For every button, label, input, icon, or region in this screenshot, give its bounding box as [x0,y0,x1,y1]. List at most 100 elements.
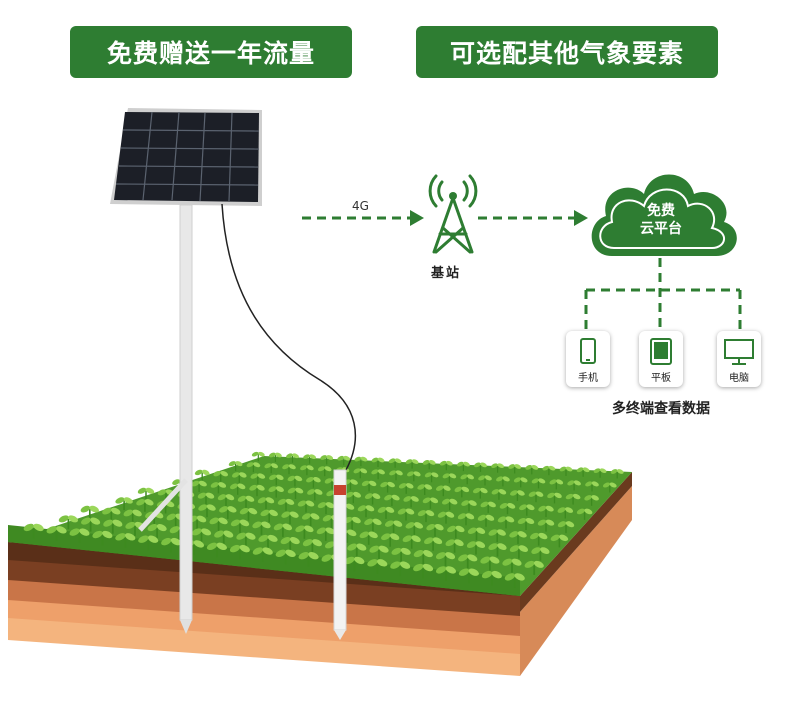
seedling [491,489,507,500]
seedling [231,472,247,483]
seedling [268,452,282,462]
seedling [435,566,457,581]
seedling [302,539,323,554]
seedling [161,537,182,553]
seedling [557,507,574,519]
seedling [198,504,216,518]
device-tablet-label: 平板 [651,373,671,384]
seedling [229,544,250,560]
seedling [384,520,403,534]
seedling [391,547,411,562]
seedling [384,494,400,506]
seedling [417,484,433,495]
seedling [273,523,293,537]
seedling [565,493,581,505]
seedling [422,497,439,509]
seedling [137,487,155,500]
seedling [115,497,133,510]
seedling [371,469,385,480]
seedling [102,507,121,522]
cloud-platform-icon [591,174,737,256]
seedling [303,454,317,464]
seedling [576,508,593,520]
device-tablet: 平板 [639,331,683,387]
seedling [364,493,381,505]
seedling [439,460,453,471]
seedling [115,533,136,548]
seedling [23,523,44,539]
phone-icon [580,338,596,364]
seedling [381,533,400,547]
seedling [504,573,525,588]
seedling [525,465,539,475]
seedling [347,543,367,558]
seedling [585,481,599,492]
seedling [499,502,516,515]
seedling [435,485,451,497]
arrow-to-cloud [574,210,588,226]
seedling [275,549,296,565]
seedling [219,506,237,519]
seedling [481,570,502,586]
seedling [557,521,575,534]
seedling [405,459,419,469]
seedling [390,561,411,577]
tablet-icon [650,338,672,365]
seedling [509,531,527,544]
seedling [371,457,385,467]
seedling [472,487,488,499]
seedling [496,476,510,487]
seedling [258,534,278,549]
seedling [268,486,284,498]
seedling [454,486,470,498]
base-station-label: 基站 [431,266,462,281]
seedling [424,472,439,483]
seedling [488,529,506,543]
seedling [230,519,250,533]
seedling [441,498,458,511]
seedling [602,482,617,493]
seedling [537,519,555,532]
seedling [286,453,299,463]
seedling [467,527,486,541]
seedling [513,477,528,488]
seedling [458,568,479,584]
seedling [353,468,368,479]
seedling [559,466,573,476]
seedling [610,469,624,479]
seedling [316,527,335,541]
seedling [191,528,212,543]
seedling [317,502,335,515]
seedling [466,541,486,555]
seedling [380,481,395,493]
seedling [584,495,599,506]
seedling [423,537,443,551]
seedling [478,475,492,486]
seedling [474,462,487,472]
seedling [406,471,421,482]
seedling [58,515,79,530]
seedling [422,460,436,470]
seedling [367,559,388,574]
seedling [307,489,323,501]
seedling [80,517,101,532]
seedling [217,494,235,507]
seedling [405,522,424,535]
arrow-to-tower [410,210,424,226]
seedling [136,499,154,512]
seedling [252,521,271,535]
seedling [250,473,266,485]
seedling [593,468,607,478]
seedling [445,539,464,553]
cloud-platform-label: 免费 云平台 [625,202,697,238]
seedling [361,480,377,492]
seedling [214,530,234,545]
data-flow-lines [302,216,742,330]
seedling [550,534,569,548]
seedling [191,480,207,492]
seedling [306,476,321,488]
seedling [345,491,362,504]
seedling [388,458,402,468]
seedling [461,500,477,512]
sensor-cable [221,203,357,471]
